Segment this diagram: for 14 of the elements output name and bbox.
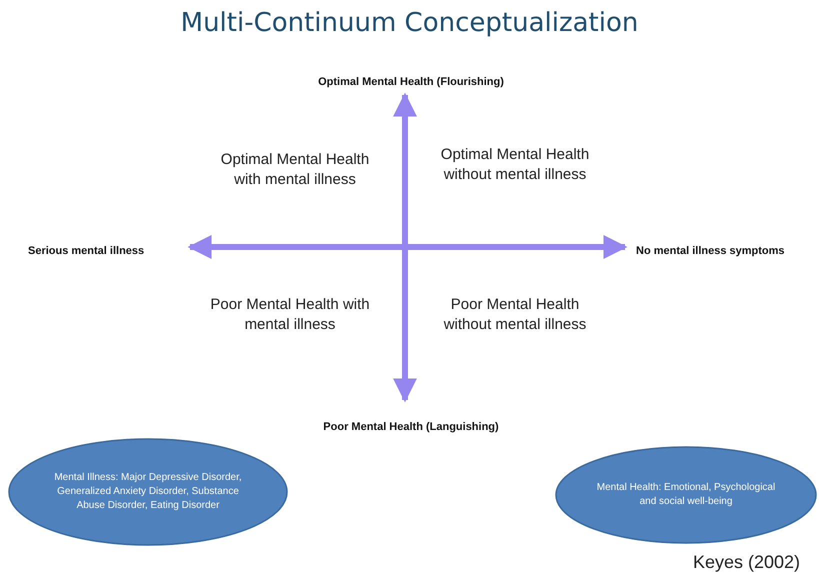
- axis-end-label: No mental illness symptoms: [636, 245, 785, 257]
- node-text: Mental Health: Emotional, Psychological and social well-being: [596, 481, 776, 509]
- quadrant-label: Poor Mental Health without mental illness: [442, 295, 588, 335]
- quadrant-label: Optimal Mental Health without mental illness: [440, 145, 590, 185]
- quadrant-label: Optimal Mental Health with mental illness: [220, 150, 370, 190]
- citation-text: Keyes (2002): [692, 552, 800, 573]
- axis-end-label: Poor Mental Health (Languishing): [323, 421, 499, 433]
- axis-end-label: Serious mental illness: [28, 245, 144, 257]
- quadrant-label: Poor Mental Health with mental illness: [210, 295, 370, 335]
- node-text: Mental Illness: Major Depressive Disorder, Generalized Anxiety Disorder, Substance Abuse Disorder, Eating Disorder: [53, 471, 243, 513]
- axis-end-label: Optimal Mental Health (Flourishing): [318, 76, 504, 88]
- diagram-title: Multi-Continuum Conceptualization: [180, 8, 640, 38]
- ellipse-node: [8, 438, 288, 546]
- ellipse-node: [555, 446, 817, 544]
